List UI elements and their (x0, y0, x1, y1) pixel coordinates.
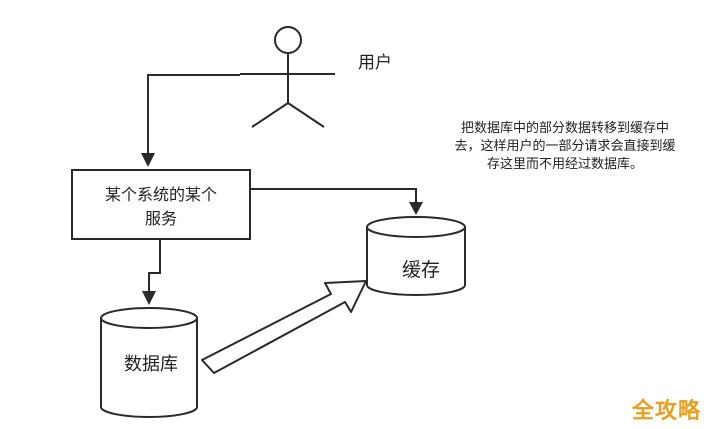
user-leg-right (287, 102, 325, 128)
service-box (71, 169, 251, 240)
cache-label: 缓存 (402, 259, 440, 281)
user-figure (240, 26, 335, 128)
service-to-database-arrowhead (142, 291, 156, 305)
service-to-database-connector (148, 239, 161, 293)
service-label-line2: 服务 (145, 209, 177, 228)
annotation-text: 把数据库中的部分数据转移到缓存中去，这样用户的一部分请求会直接到缓存这里而不用经… (454, 121, 676, 172)
service-to-cache-connector (250, 188, 417, 205)
service-to-cache-arrowhead (409, 202, 423, 215)
database-to-cache-block-arrow (201, 280, 367, 374)
user-to-service-arrowhead (141, 153, 155, 167)
database-cylinder (100, 307, 198, 418)
service-label-line1: 某个系统的某个 (105, 185, 217, 204)
user-label: 用户 (358, 53, 392, 73)
cache-cylinder (366, 216, 466, 296)
watermark-logo: 全攻略 (631, 399, 701, 424)
database-label: 数据库 (124, 354, 178, 375)
user-leg-left (251, 102, 289, 128)
user-to-service-connector (147, 74, 240, 155)
user-head (274, 26, 302, 54)
